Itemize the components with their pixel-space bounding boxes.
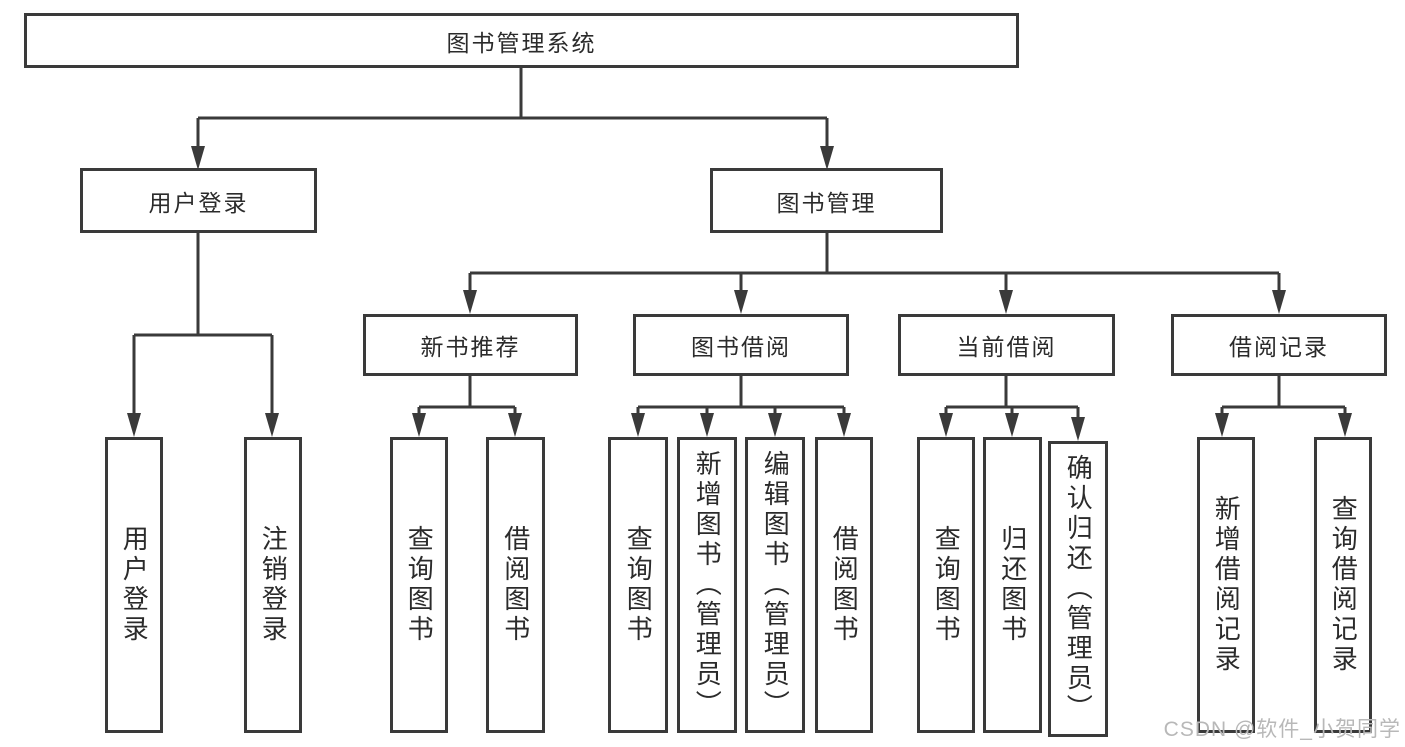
leaf-logout: 注销登录 <box>244 437 302 733</box>
connector-userlogin-to-leaves <box>132 233 274 415</box>
node-label: 新书推荐 <box>420 334 521 360</box>
leaf-edit-books-admin: 编辑图书（管理员） <box>745 437 805 733</box>
connector-root-to-level2 <box>196 68 829 150</box>
leaf-label: 确认归还（管理员） <box>1063 454 1094 724</box>
leaf-query-books-recommend: 查询图书 <box>390 437 448 733</box>
leaf-label: 查询图书 <box>623 525 654 645</box>
arrowhead <box>1272 290 1286 314</box>
leaf-label: 借阅图书 <box>500 525 531 645</box>
arrowheads <box>127 146 1352 441</box>
leaf-label: 查询图书 <box>404 525 435 645</box>
csdn-watermark: CSDN @软件_小贺同学 <box>1163 718 1401 741</box>
arrowhead <box>768 413 782 437</box>
arrowhead <box>734 290 748 314</box>
leaf-borrow-books: 借阅图书 <box>815 437 873 733</box>
connector-bookmgmt-to-level3 <box>468 233 1281 295</box>
arrowhead <box>631 413 645 437</box>
leaf-label: 用户登录 <box>119 525 150 645</box>
arrowhead <box>508 413 522 437</box>
leaf-add-books-admin: 新增图书（管理员） <box>677 437 737 733</box>
connector-newbooks-to-leaves <box>417 376 517 417</box>
leaf-query-borrow-record: 查询借阅记录 <box>1314 437 1372 733</box>
leaf-label: 注销登录 <box>258 525 289 645</box>
leaf-add-borrow-record: 新增借阅记录 <box>1197 437 1255 733</box>
node-book-borrow: 图书借阅 <box>633 314 849 376</box>
node-label: 用户登录 <box>148 189 249 216</box>
node-book-management: 图书管理 <box>710 168 943 233</box>
node-user-login: 用户登录 <box>80 168 317 233</box>
node-label: 借阅记录 <box>1229 334 1329 360</box>
arrowhead <box>191 146 205 170</box>
arrowhead <box>1005 413 1019 437</box>
arrowhead <box>820 146 834 170</box>
node-new-book-recommend: 新书推荐 <box>363 314 578 376</box>
arrowhead <box>127 413 141 437</box>
leaf-borrow-books-recommend: 借阅图书 <box>486 437 545 733</box>
node-label: 图书管理 <box>776 189 877 216</box>
leaf-query-books-borrow: 查询图书 <box>608 437 668 733</box>
arrowhead <box>1071 417 1085 441</box>
leaf-label: 查询图书 <box>931 525 962 645</box>
arrowhead <box>700 413 714 437</box>
node-root-system: 图书管理系统 <box>24 13 1019 68</box>
node-current-borrow: 当前借阅 <box>898 314 1115 376</box>
leaf-label: 新增图书（管理员） <box>692 450 723 720</box>
arrowhead <box>1338 413 1352 437</box>
arrowhead <box>265 413 279 437</box>
node-label: 图书管理系统 <box>446 29 597 56</box>
node-label: 当前借阅 <box>956 334 1057 360</box>
node-borrow-records: 借阅记录 <box>1171 314 1387 376</box>
leaf-label: 借阅图书 <box>829 525 860 645</box>
arrowhead <box>412 413 426 437</box>
leaf-label: 归还图书 <box>997 525 1028 645</box>
leaf-user-login: 用户登录 <box>105 437 163 733</box>
arrowhead <box>463 290 477 314</box>
leaf-query-books-current: 查询图书 <box>917 437 975 733</box>
connector-paths <box>132 68 1347 421</box>
leaf-return-books: 归还图书 <box>983 437 1042 733</box>
leaf-confirm-return-admin: 确认归还（管理员） <box>1048 441 1108 737</box>
arrowhead <box>1215 413 1229 437</box>
leaf-label: 编辑图书（管理员） <box>760 450 791 720</box>
connector-currentborrow-to-leaves <box>944 376 1080 421</box>
leaf-label: 新增借阅记录 <box>1211 495 1242 675</box>
arrowhead <box>837 413 851 437</box>
arrowhead <box>939 413 953 437</box>
arrowhead <box>999 290 1013 314</box>
leaf-label: 查询借阅记录 <box>1328 495 1359 675</box>
connector-bookborrow-to-leaves <box>636 376 846 417</box>
node-label: 图书借阅 <box>691 334 791 360</box>
connector-records-to-leaves <box>1220 376 1347 417</box>
